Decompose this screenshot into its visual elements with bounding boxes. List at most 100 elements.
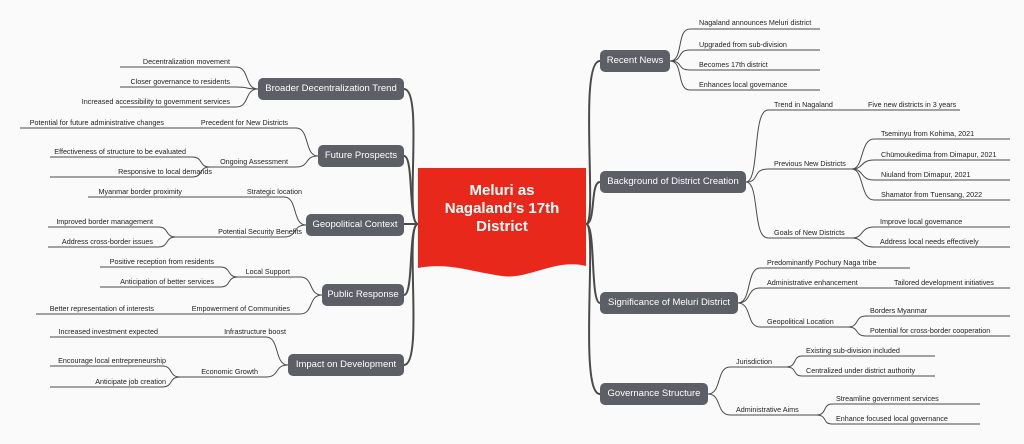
connector-decentralization-2 xyxy=(120,88,259,108)
connector-previous xyxy=(745,168,852,183)
leaf-increased-accessibility: Increased accessibility to government se… xyxy=(81,97,230,106)
leaf-shamator: Shamator from Tuensang, 2022 xyxy=(881,190,983,199)
connector-previous-0 xyxy=(851,138,1010,170)
connector-decentralization-0 xyxy=(120,66,259,90)
leaf-centralized-authority: Centralized under district authority xyxy=(806,366,916,375)
leaf-chumoukedima: Chümoukedima from Dimapur, 2021 xyxy=(881,150,997,159)
leaf-myanmar-border-proximity: Myanmar border proximity xyxy=(98,187,182,196)
connector-goals xyxy=(745,181,852,239)
node-local-support: Local Support xyxy=(245,267,290,276)
node-jurisdiction: Jurisdiction xyxy=(736,357,772,366)
branch-broader-decentralization-trend[interactable]: Broader Decentralization Trend xyxy=(258,78,404,100)
trunk-background xyxy=(585,181,601,225)
leaf-five-new-districts: Five new districts in 3 years xyxy=(868,100,957,109)
trunk-governance xyxy=(585,223,601,395)
connector-geo-1 xyxy=(847,326,1010,337)
branch-geopolitical-context[interactable]: Geopolitical Context xyxy=(306,214,404,236)
connector-strategic xyxy=(208,196,307,226)
connector-economic xyxy=(180,364,289,378)
leaf-borders-myanmar: Borders Myanmar xyxy=(870,306,928,315)
leaf-becomes-17th-district: Becomes 17th district xyxy=(699,60,768,69)
node-administrative-aims: Administrative Aims xyxy=(736,405,799,414)
leaf-anticipate-job-creation: Anticipate job creation xyxy=(95,377,166,386)
connector-recent-news-1 xyxy=(669,49,820,62)
node-precedent-new-districts: Precedent for New Districts xyxy=(200,118,288,127)
connector-aims-1 xyxy=(815,414,980,425)
central-topic[interactable]: Meluri as Nagaland’s 17th District xyxy=(418,168,586,280)
leaf-niuland: Niuland from Dimapur, 2021 xyxy=(881,170,971,179)
connector-local-support xyxy=(238,276,323,296)
central-topic-line-3: District xyxy=(476,218,528,235)
leaf-responsive-local-demands: Responsive to local demands xyxy=(118,167,212,176)
leaf-future-administrative-changes: Potential for future administrative chan… xyxy=(29,118,164,127)
node-goals-of-new-districts: Goals of New Districts xyxy=(774,228,845,237)
connector-assessment-1 xyxy=(50,166,211,178)
connector-empower xyxy=(36,294,323,315)
connector-infra xyxy=(50,336,289,366)
leaf-upgraded-from-subdivision: Upgraded from sub-division xyxy=(699,40,787,49)
connector-precedent xyxy=(196,127,319,157)
central-topic-shape xyxy=(418,168,586,277)
connector-recent-news-0 xyxy=(669,28,820,62)
node-previous-new-districts: Previous New Districts xyxy=(774,159,846,168)
connector-previous-3 xyxy=(851,168,1010,201)
trunk-public xyxy=(403,223,419,296)
connector-assessment xyxy=(210,155,319,168)
connector-aims-0 xyxy=(815,403,980,416)
leaf-local-entrepreneurship: Encourage local entrepreneurship xyxy=(58,356,166,365)
leaf-address-local-needs: Address local needs effectively xyxy=(880,237,979,246)
leaf-closer-governance: Closer governance to residents xyxy=(130,77,230,86)
connector-security-1 xyxy=(48,236,177,248)
trunk-development xyxy=(403,223,419,366)
trunk-recent-news xyxy=(585,60,601,225)
central-topic-line-2: Nagaland’s 17th xyxy=(444,200,560,217)
leaf-decentralization-movement: Decentralization movement xyxy=(142,57,230,66)
connector-decentralization-1 xyxy=(120,86,259,90)
connector-economic-1 xyxy=(50,376,181,388)
connector-trend xyxy=(745,109,850,183)
connector-jurisdiction-0 xyxy=(785,355,935,368)
connector-assessment-0 xyxy=(50,156,211,168)
node-ongoing-assessment: Ongoing Assessment xyxy=(220,157,288,166)
connector-economic-0 xyxy=(50,365,181,378)
connector-geo-0 xyxy=(847,315,1010,328)
connector-jurisdiction-1 xyxy=(785,366,935,377)
branch-background-of-district-creation[interactable]: Background of District Creation xyxy=(600,171,746,193)
connector-security xyxy=(176,224,307,238)
leaf-nagaland-announces: Nagaland announces Meluri district xyxy=(699,18,812,27)
connector-previous-1 xyxy=(851,159,1010,170)
node-potential-security-benefits: Potential Security Benefits xyxy=(218,227,302,236)
leaf-tseminyu: Tseminyu from Kohima, 2021 xyxy=(881,129,975,138)
leaf-focused-local-governance: Enhance focused local governance xyxy=(836,414,948,423)
leaf-cross-border-cooperation: Potential for cross-border cooperation xyxy=(870,326,991,335)
node-strategic-location: Strategic location xyxy=(246,187,302,196)
leaf-anticipation-better-services: Anticipation of better services xyxy=(120,277,214,286)
leaf-existing-subdivision: Existing sub-division included xyxy=(806,346,900,355)
connector-goals-0 xyxy=(851,226,1010,239)
leaf-tailored-development: Tailored development initiatives xyxy=(894,278,994,287)
connector-recent-news-3 xyxy=(669,60,820,91)
leaf-streamline-services: Streamline government services xyxy=(836,394,939,403)
node-administrative-enhancement: Administrative enhancement xyxy=(767,278,858,287)
leaf-effectiveness-evaluated: Effectiveness of structure to be evaluat… xyxy=(54,147,186,156)
connector-security-0 xyxy=(48,226,177,238)
leaf-increased-investment: Increased investment expected xyxy=(58,327,159,336)
branch-impact-on-development[interactable]: Impact on Development xyxy=(288,354,404,376)
connector-geo xyxy=(737,302,848,328)
leaf-better-representation: Better representation of interests xyxy=(49,304,154,313)
branch-recent-news[interactable]: Recent News xyxy=(600,50,670,72)
node-economic-growth: Economic Growth xyxy=(201,367,258,376)
connector-local-1 xyxy=(100,276,239,288)
node-infrastructure-boost: Infrastructure boost xyxy=(224,327,286,336)
branch-governance-structure[interactable]: Governance Structure xyxy=(600,383,708,405)
branch-significance-of-meluri-district[interactable]: Significance of Meluri District xyxy=(600,292,738,314)
leaf-positive-reception: Positive reception from residents xyxy=(109,257,214,266)
connector-tribe xyxy=(737,267,910,304)
branch-public-response[interactable]: Public Response xyxy=(322,284,404,306)
leaf-address-cross-border: Address cross-border issues xyxy=(61,237,153,246)
leaf-enhances-local-governance: Enhances local governance xyxy=(699,80,788,89)
connector-aims xyxy=(707,393,816,416)
branch-future-prospects[interactable]: Future Prospects xyxy=(318,145,404,167)
node-trend-in-nagaland: Trend in Nagaland xyxy=(774,100,833,109)
